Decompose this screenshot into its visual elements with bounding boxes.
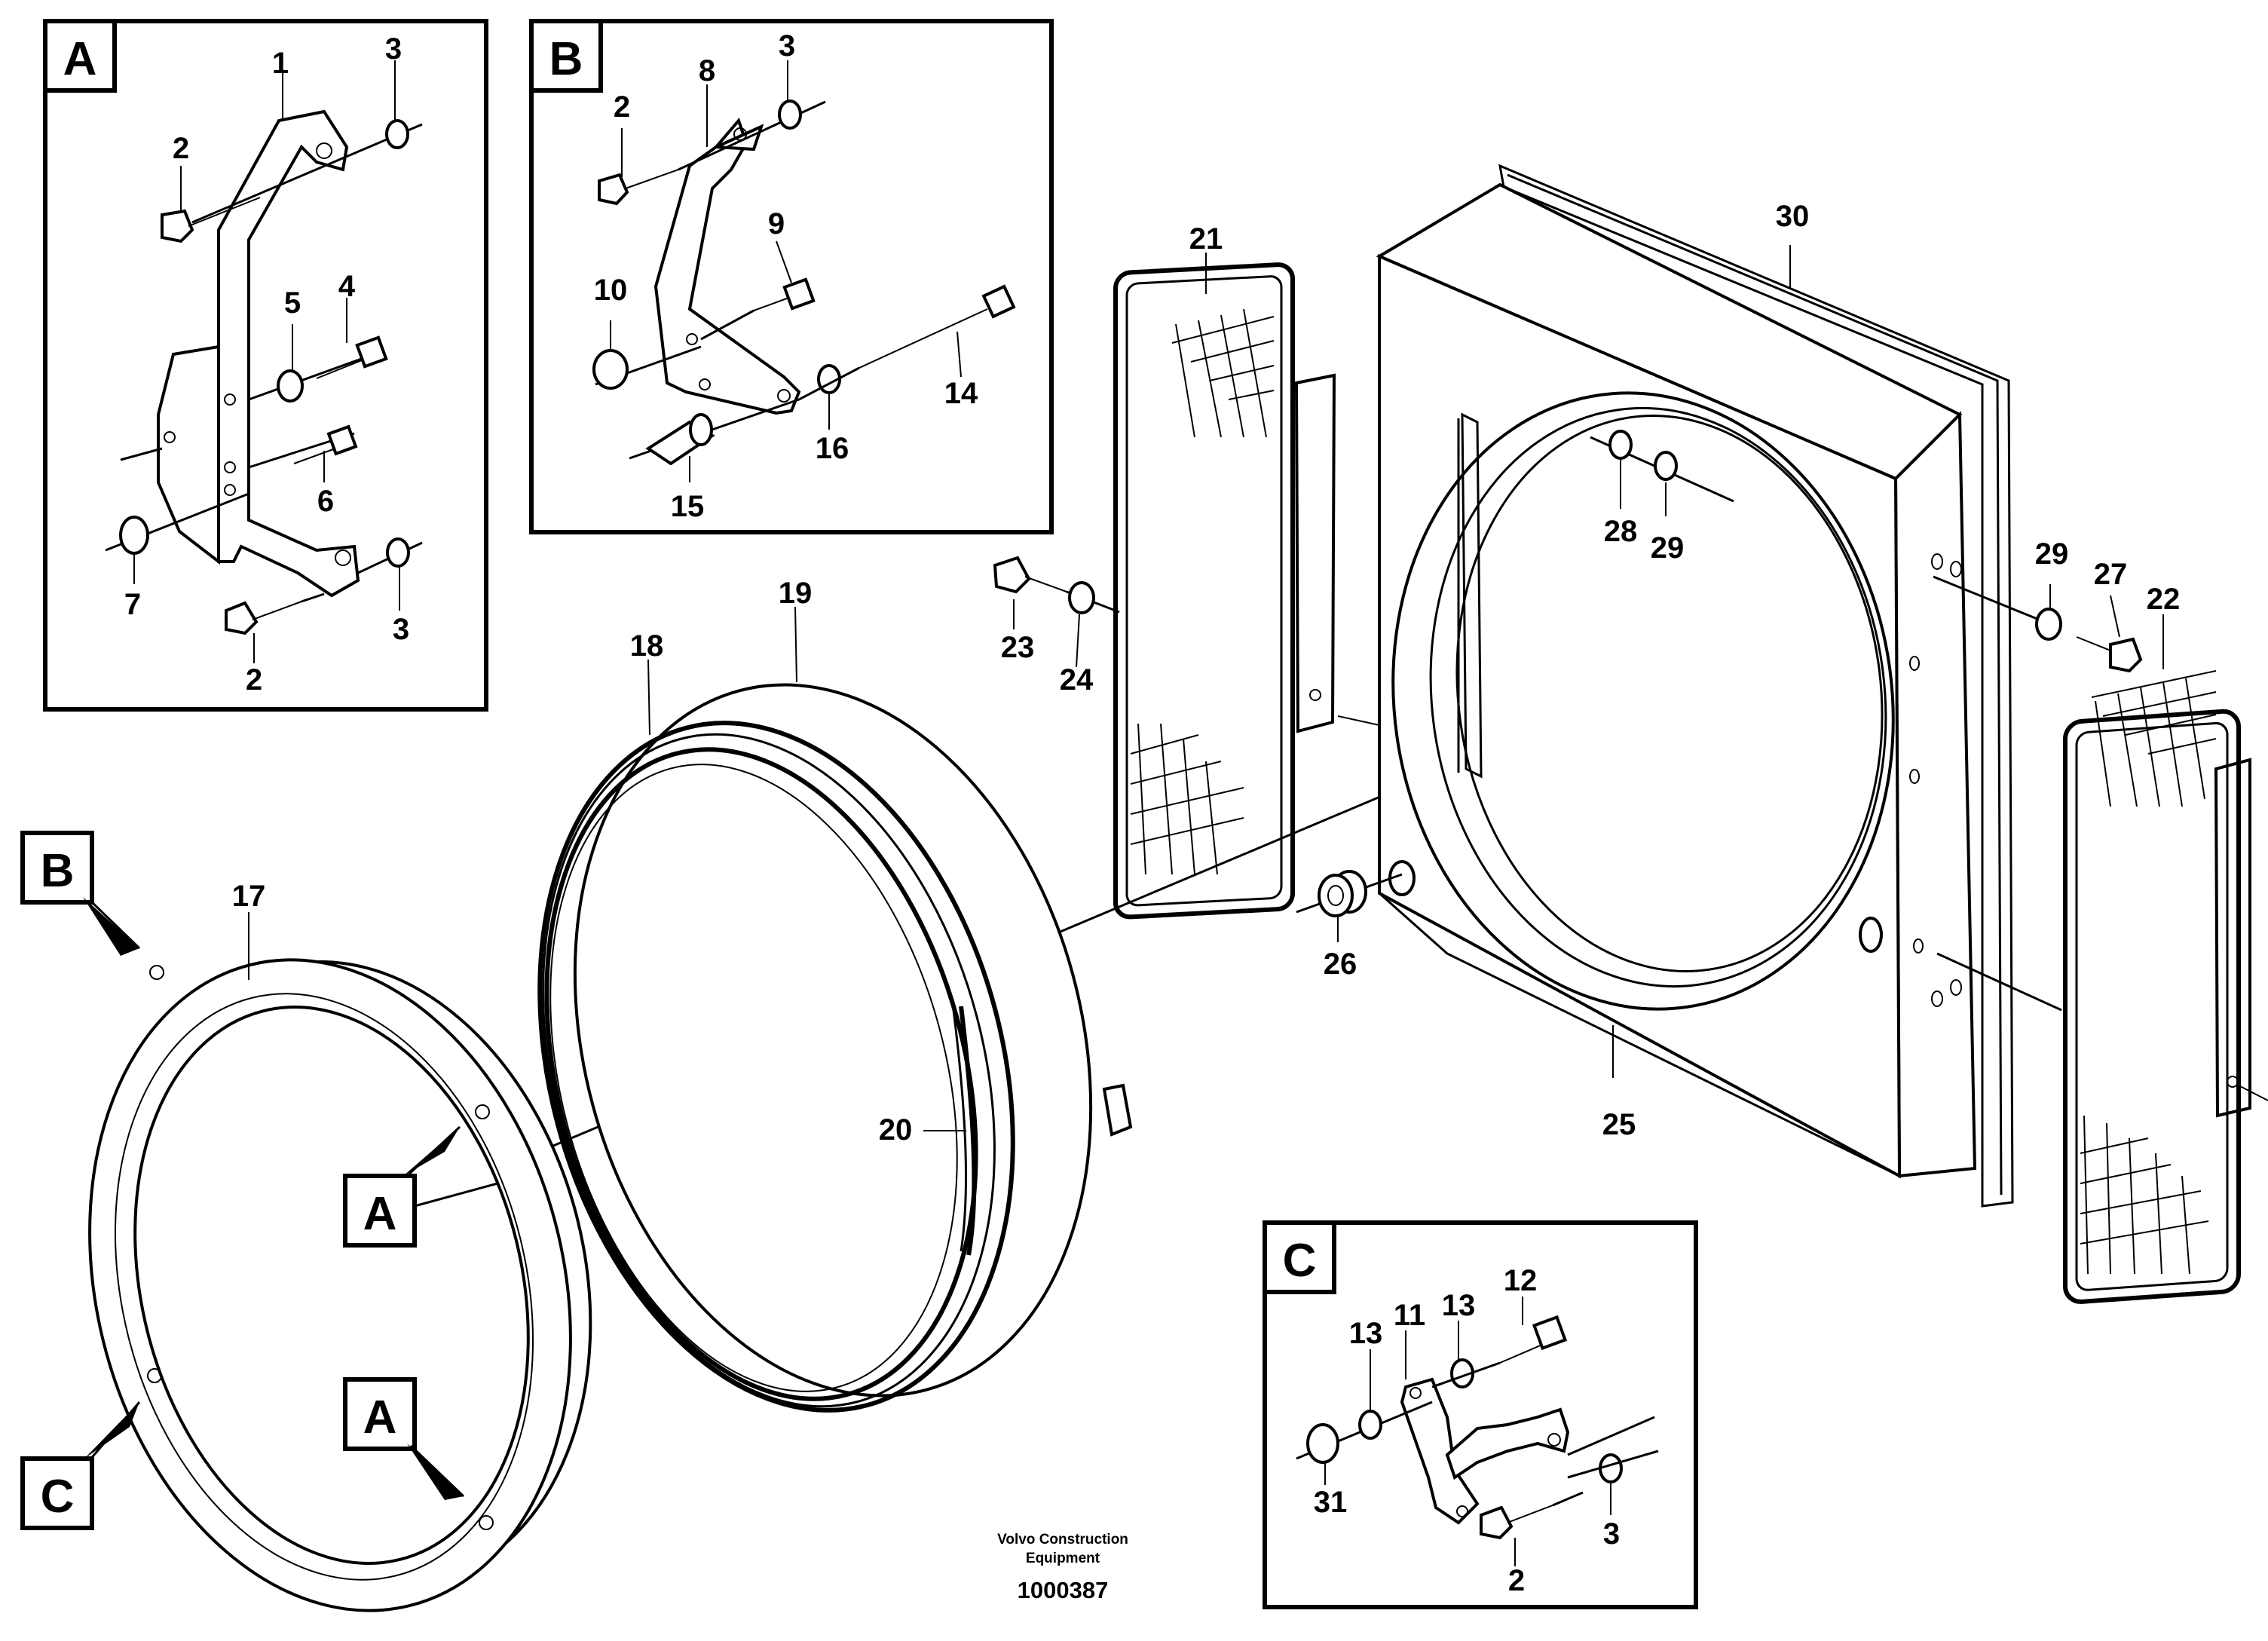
callout-3: 3 — [779, 29, 795, 63]
shroud-ring-18-19: 18 19 20 — [537, 577, 1133, 1413]
callout-9: 9 — [768, 207, 785, 240]
callout-20: 20 — [879, 1113, 913, 1147]
drawing-number: 1000387 — [1018, 1577, 1109, 1603]
grommet-26: 26 — [1296, 870, 1403, 981]
detail-box-c: C 13 11 13 12 31 2 3 — [1263, 1220, 1698, 1609]
detail-box-a-label: A — [63, 33, 97, 85]
detail-box-b-label: B — [549, 33, 583, 85]
callout-27: 27 — [2094, 558, 2128, 591]
callout-2-top: 2 — [173, 132, 189, 165]
detail-box-b: B 8 3 2 9 10 14 16 15 — [529, 19, 1054, 534]
ref-marker-b: B — [20, 831, 141, 956]
callout-3-top: 3 — [385, 32, 402, 66]
callout-6: 6 — [317, 485, 334, 518]
callout-11: 11 — [1394, 1299, 1425, 1332]
callout-3: 3 — [1603, 1517, 1620, 1551]
callout-30: 30 — [1776, 200, 1810, 233]
callout-19: 19 — [779, 577, 813, 610]
ref-marker-a-lower: A — [343, 1377, 465, 1500]
bolt-23-washer-24: 23 24 — [993, 556, 1120, 697]
callout-8: 8 — [699, 54, 715, 87]
fan-ring-17: 17 — [88, 880, 592, 1612]
callout-29-left: 29 — [1651, 531, 1685, 565]
callout-16: 16 — [816, 432, 849, 465]
callout-15: 15 — [671, 490, 705, 523]
callout-1: 1 — [272, 47, 289, 80]
washers-28-29: 28 29 — [1590, 430, 1734, 565]
callout-7: 7 — [124, 588, 141, 621]
callout-14: 14 — [944, 377, 978, 410]
callout-2: 2 — [1508, 1564, 1525, 1597]
svg-text:A: A — [363, 1391, 397, 1444]
screen-22: 29 27 22 — [1933, 537, 2268, 1304]
callout-31: 31 — [1314, 1486, 1348, 1519]
callout-28: 28 — [1604, 515, 1638, 548]
svg-text:B: B — [41, 845, 75, 897]
callout-21: 21 — [1189, 222, 1223, 256]
svg-text:A: A — [363, 1188, 397, 1240]
callout-4: 4 — [338, 270, 356, 303]
callout-29-right: 29 — [2035, 537, 2069, 571]
callout-24: 24 — [1060, 663, 1094, 697]
callout-12: 12 — [1504, 1264, 1538, 1297]
callout-13-right: 13 — [1442, 1289, 1476, 1322]
svg-text:C: C — [41, 1471, 75, 1523]
callout-17: 17 — [232, 880, 266, 913]
callout-3-bottom: 3 — [393, 613, 409, 646]
callout-25: 25 — [1602, 1108, 1636, 1141]
fan-shroud-25: 30 25 — [1376, 164, 2014, 1208]
callout-18: 18 — [630, 629, 664, 663]
screen-21: 21 — [1113, 222, 1380, 920]
callout-2: 2 — [614, 90, 630, 124]
detail-box-a: A 1 3 2 4 5 6 7 3 2 — [43, 19, 488, 712]
callout-2-bottom: 2 — [246, 663, 262, 697]
callout-26: 26 — [1324, 948, 1357, 981]
credit-line-2: Equipment — [1026, 1551, 1100, 1566]
callout-5: 5 — [284, 286, 301, 320]
ref-marker-a-upper: A — [343, 1125, 498, 1248]
callout-23: 23 — [1001, 631, 1035, 664]
callout-13-left: 13 — [1349, 1317, 1383, 1350]
detail-box-c-label: C — [1283, 1235, 1317, 1287]
ref-marker-c: C — [20, 1401, 141, 1530]
credit-line-1: Volvo Construction — [997, 1532, 1128, 1548]
callout-10: 10 — [594, 274, 628, 307]
credit-block: Volvo Construction Equipment 1000387 — [997, 1532, 1128, 1603]
callout-22: 22 — [2147, 583, 2181, 616]
